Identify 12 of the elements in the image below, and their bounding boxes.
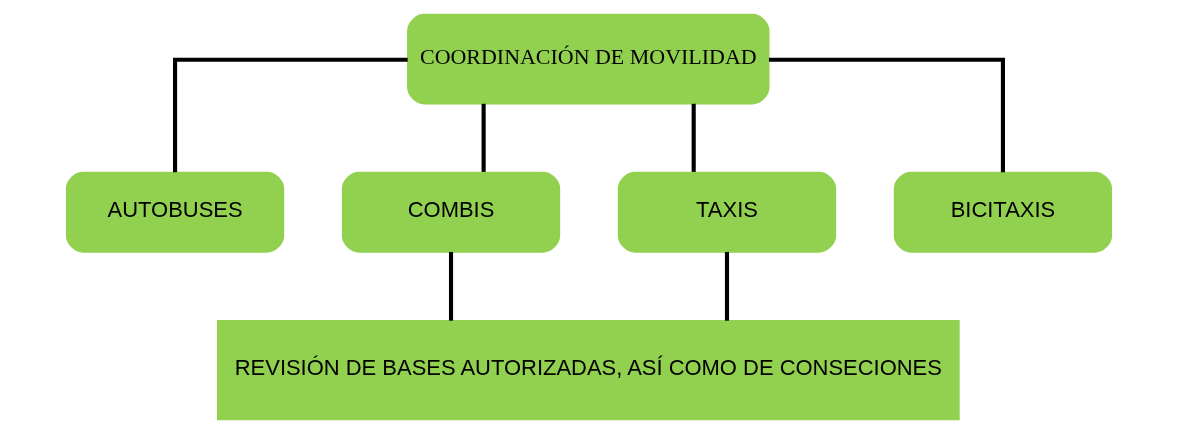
node-box: BICITAXIS — [893, 171, 1113, 253]
node-box: AUTOBUSES — [65, 171, 285, 253]
connector — [768, 57, 1005, 172]
connector — [173, 57, 408, 172]
node-box: TAXIS — [617, 171, 837, 253]
connector — [481, 103, 486, 172]
connector — [724, 251, 730, 321]
node-box: COORDINACIÓN DE MOVILIDAD — [407, 13, 770, 104]
node-box: REVISIÓN DE BASES AUTORIZADAS, ASÍ COMO DE CONSECIONES — [216, 319, 960, 420]
connector — [691, 103, 696, 172]
connector — [448, 251, 454, 321]
node-box: COMBIS — [341, 171, 561, 253]
